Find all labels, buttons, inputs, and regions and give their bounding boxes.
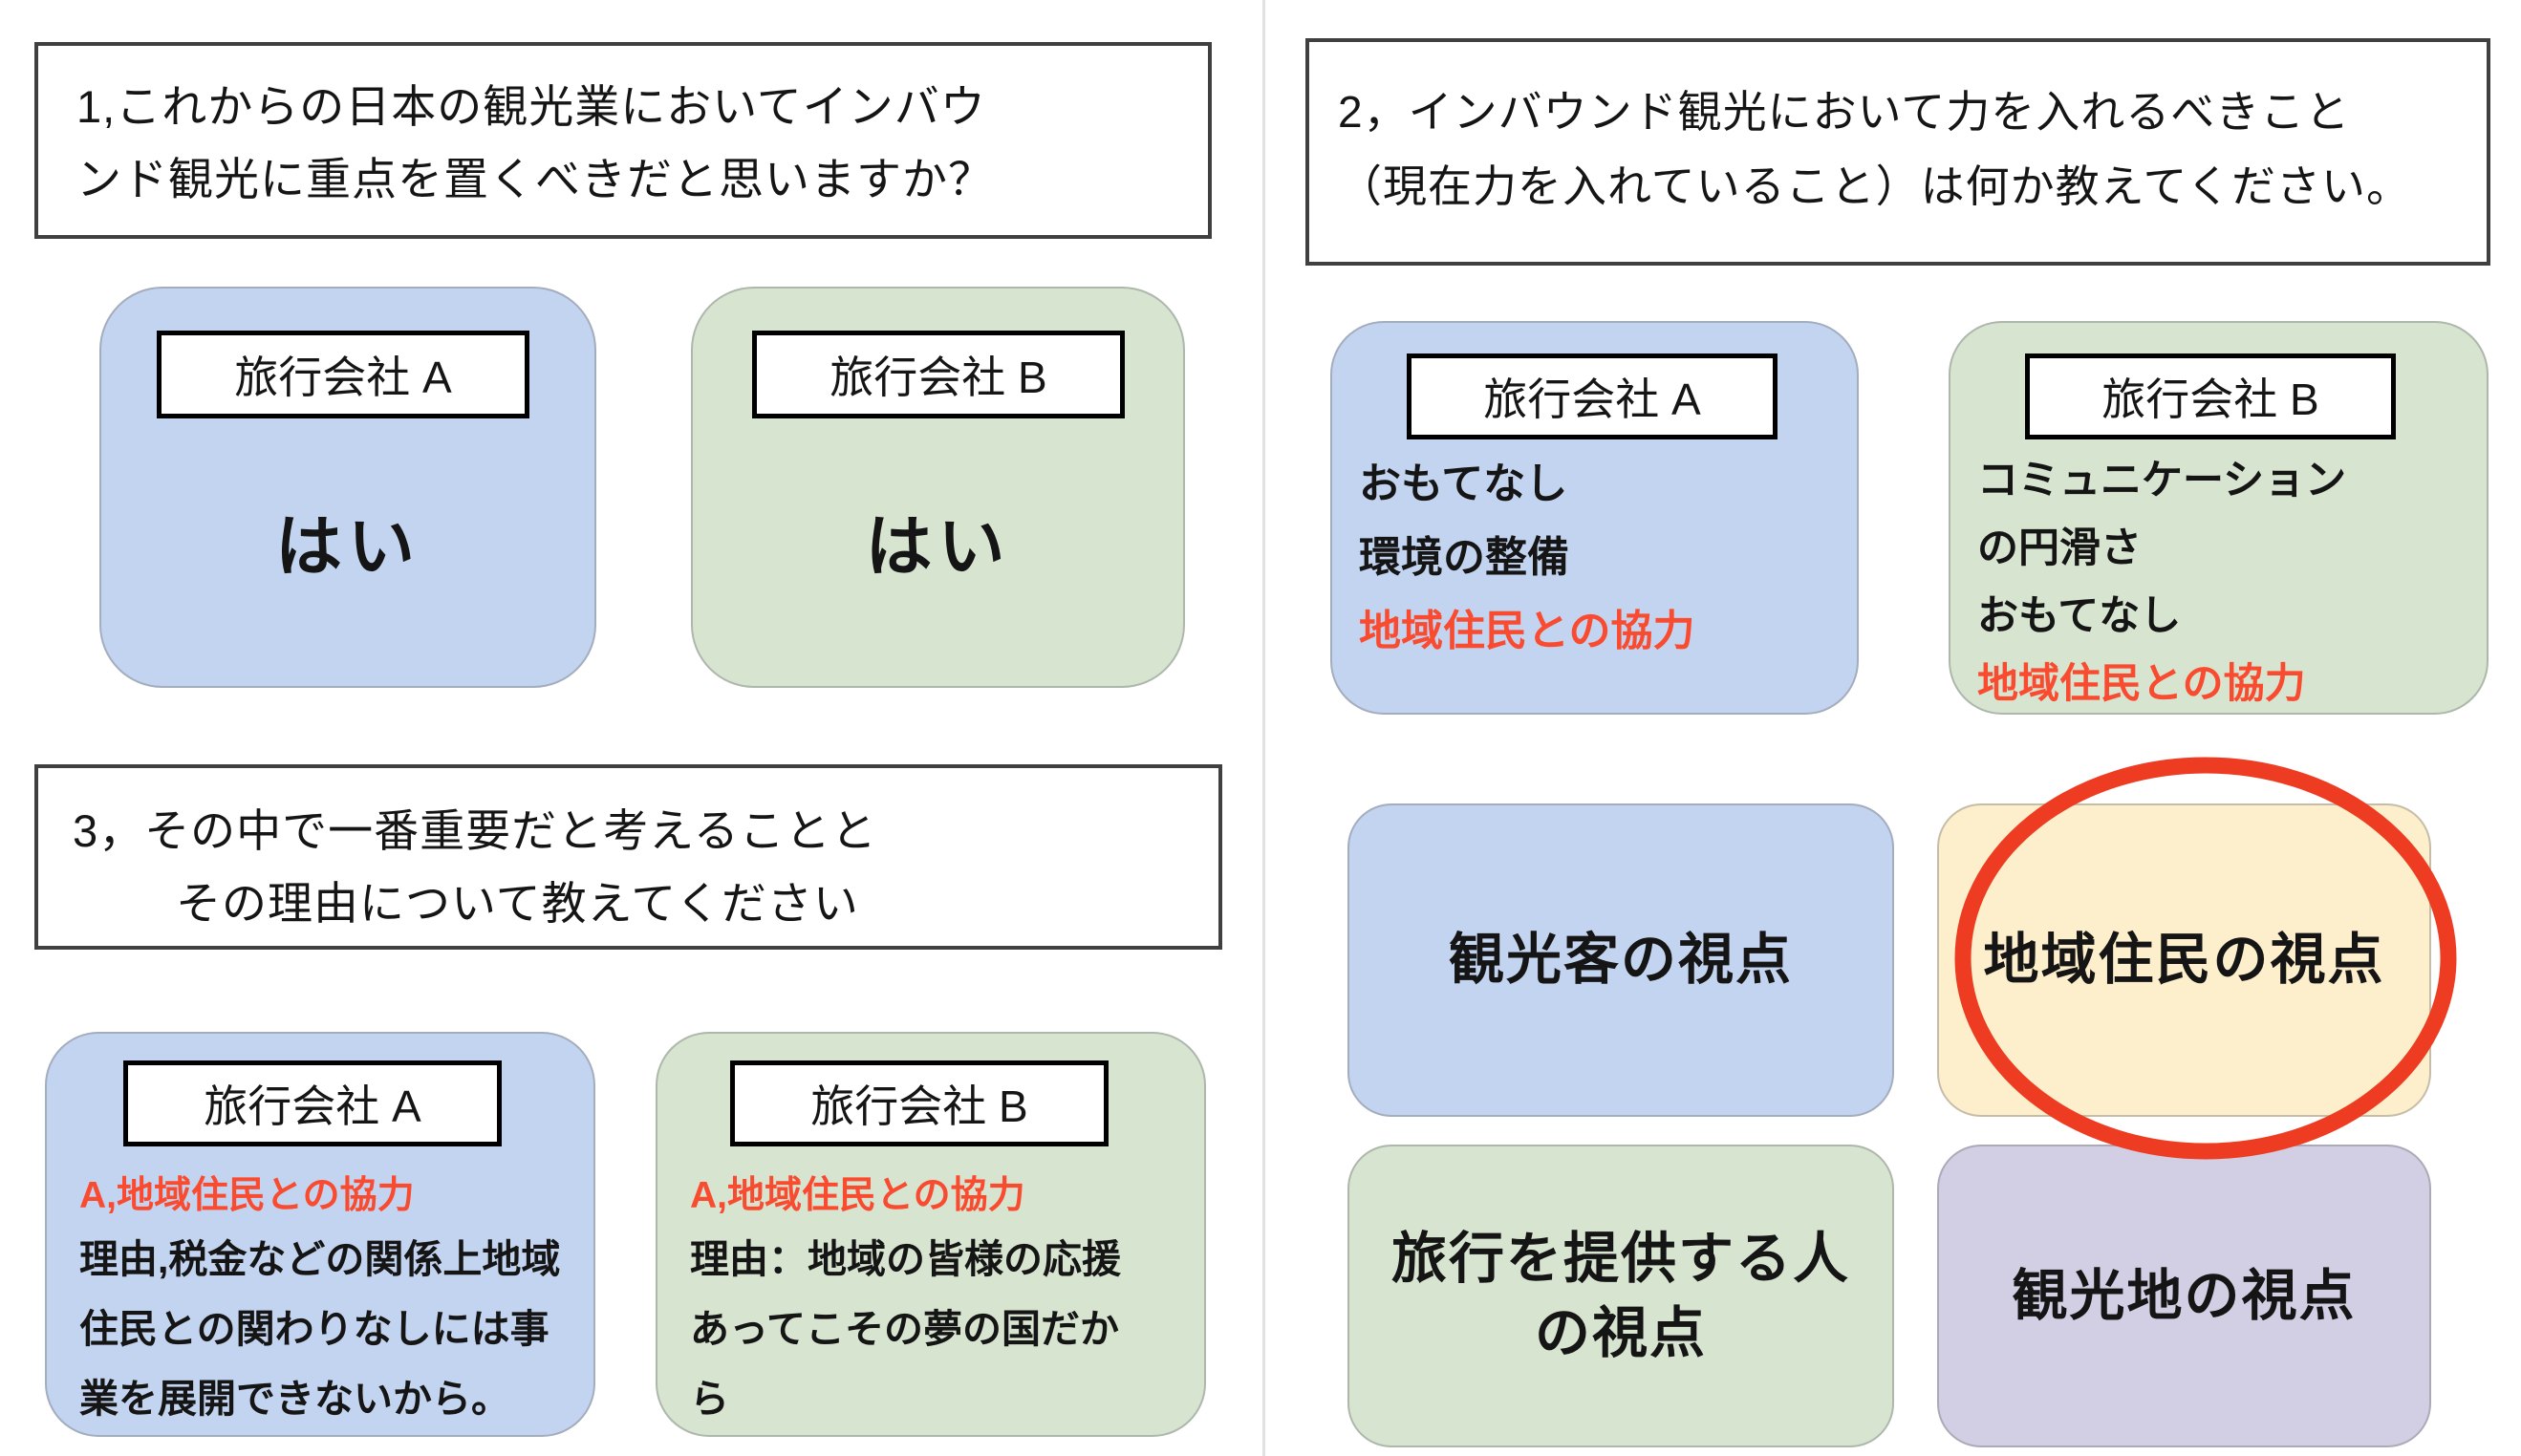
s1-company-b-card: 旅行会社 B はい — [691, 287, 1185, 688]
s3-b-reason: 理由：地域の皆様の応援 あってこその夢の国だか ら — [690, 1225, 1204, 1434]
s3-a-reason-line2: 住民との関わりなしには事 — [79, 1307, 549, 1351]
s2-company-a-label: 旅行会社 A — [1407, 353, 1778, 439]
viewpoint-provider-box: 旅行を提供する人 の視点 — [1347, 1145, 1894, 1447]
s2-company-b-label: 旅行会社 B — [2025, 353, 2396, 439]
s3-b-reason-line3: ら — [690, 1377, 729, 1421]
s1-company-b-answer: はい — [865, 509, 1011, 584]
viewpoint-residents-box: 地域住民の視点 — [1937, 803, 2431, 1117]
s2-b-answer-3-highlight: 地域住民との協力 — [1977, 661, 2306, 707]
s3-b-answer-highlight: A,地域住民との協力 — [690, 1175, 1025, 1216]
question-1-box: 1,これからの日本の観光業においてインバウ ンド観光に重点を置くべきだと思います… — [34, 42, 1212, 239]
s3-company-a-card: 旅行会社 A A,地域住民との協力 理由,税金などの関係上地域 住民との関わりな… — [45, 1032, 595, 1437]
s2-a-answer-3-highlight: 地域住民との協力 — [1359, 608, 1695, 654]
s3-a-answer-highlight: A,地域住民との協力 — [79, 1175, 415, 1216]
s1-company-a-card: 旅行会社 A はい — [99, 287, 596, 688]
s3-a-reason-line1: 理由,税金などの関係上地域 — [79, 1237, 561, 1281]
question-3-line1: 3，その中で一番重要だと考えることと — [73, 805, 877, 856]
s2-company-a-card: 旅行会社 A おもてなし 環境の整備 地域住民との協力 — [1330, 321, 1859, 715]
question-1-line2: ンド観光に重点を置くべきだと思いますか？ — [76, 154, 994, 204]
s3-a-reason: 理由,税金などの関係上地域 住民との関わりなしには事 業を展開できないから。 — [79, 1225, 593, 1434]
question-2-line1: 2，インバウンド観光において力を入れるべきこと — [1338, 87, 2351, 137]
s2-company-a-answers: おもてなし 環境の整備 地域住民との協力 — [1359, 447, 1857, 668]
s3-b-reason-line2: あってこその夢の国だか — [690, 1307, 1119, 1351]
s2-a-answer-2: 環境の整備 — [1359, 534, 1569, 581]
viewpoint-destination-box: 観光地の視点 — [1937, 1145, 2431, 1447]
question-2-line2: （現在力を入れていること）は何か教えてください。 — [1338, 161, 2411, 211]
s3-company-a-label: 旅行会社 A — [123, 1060, 502, 1146]
s3-a-reason-line3: 業を展開できないから。 — [79, 1377, 510, 1421]
viewpoint-tourist-box: 観光客の視点 — [1347, 803, 1894, 1117]
s3-company-b-card: 旅行会社 B A,地域住民との協力 理由：地域の皆様の応援 あってこその夢の国だ… — [656, 1032, 1206, 1437]
s2-company-b-answers: コミュニケーション の円滑さ おもてなし 地域住民との協力 — [1977, 447, 2487, 718]
s1-company-b-label: 旅行会社 B — [752, 331, 1125, 418]
s1-company-a-label: 旅行会社 A — [157, 331, 529, 418]
s3-company-b-label: 旅行会社 B — [730, 1060, 1109, 1146]
question-2-box: 2，インバウンド観光において力を入れるべきこと （現在力を入れていること）は何か… — [1305, 38, 2490, 266]
s2-a-answer-1: おもてなし — [1359, 460, 1568, 507]
s3-b-reason-line1: 理由：地域の皆様の応援 — [690, 1237, 1121, 1281]
s2-b-answer-1: コミュニケーション — [1977, 458, 2347, 503]
s1-company-a-answer: はい — [275, 509, 420, 584]
question-3-box: 3，その中で一番重要だと考えることと その理由について教えてください — [34, 764, 1222, 950]
s2-company-b-card: 旅行会社 B コミュニケーション の円滑さ おもてなし 地域住民との協力 — [1949, 321, 2489, 715]
s2-b-answer-2: おもてなし — [1977, 593, 2182, 639]
s2-b-answer-1b: の円滑さ — [1977, 525, 2142, 571]
question-1-line1: 1,これからの日本の観光業においてインバウ — [76, 81, 986, 132]
question-3-line2: その理由について教えてください — [176, 878, 859, 929]
column-divider — [1262, 0, 1265, 1456]
